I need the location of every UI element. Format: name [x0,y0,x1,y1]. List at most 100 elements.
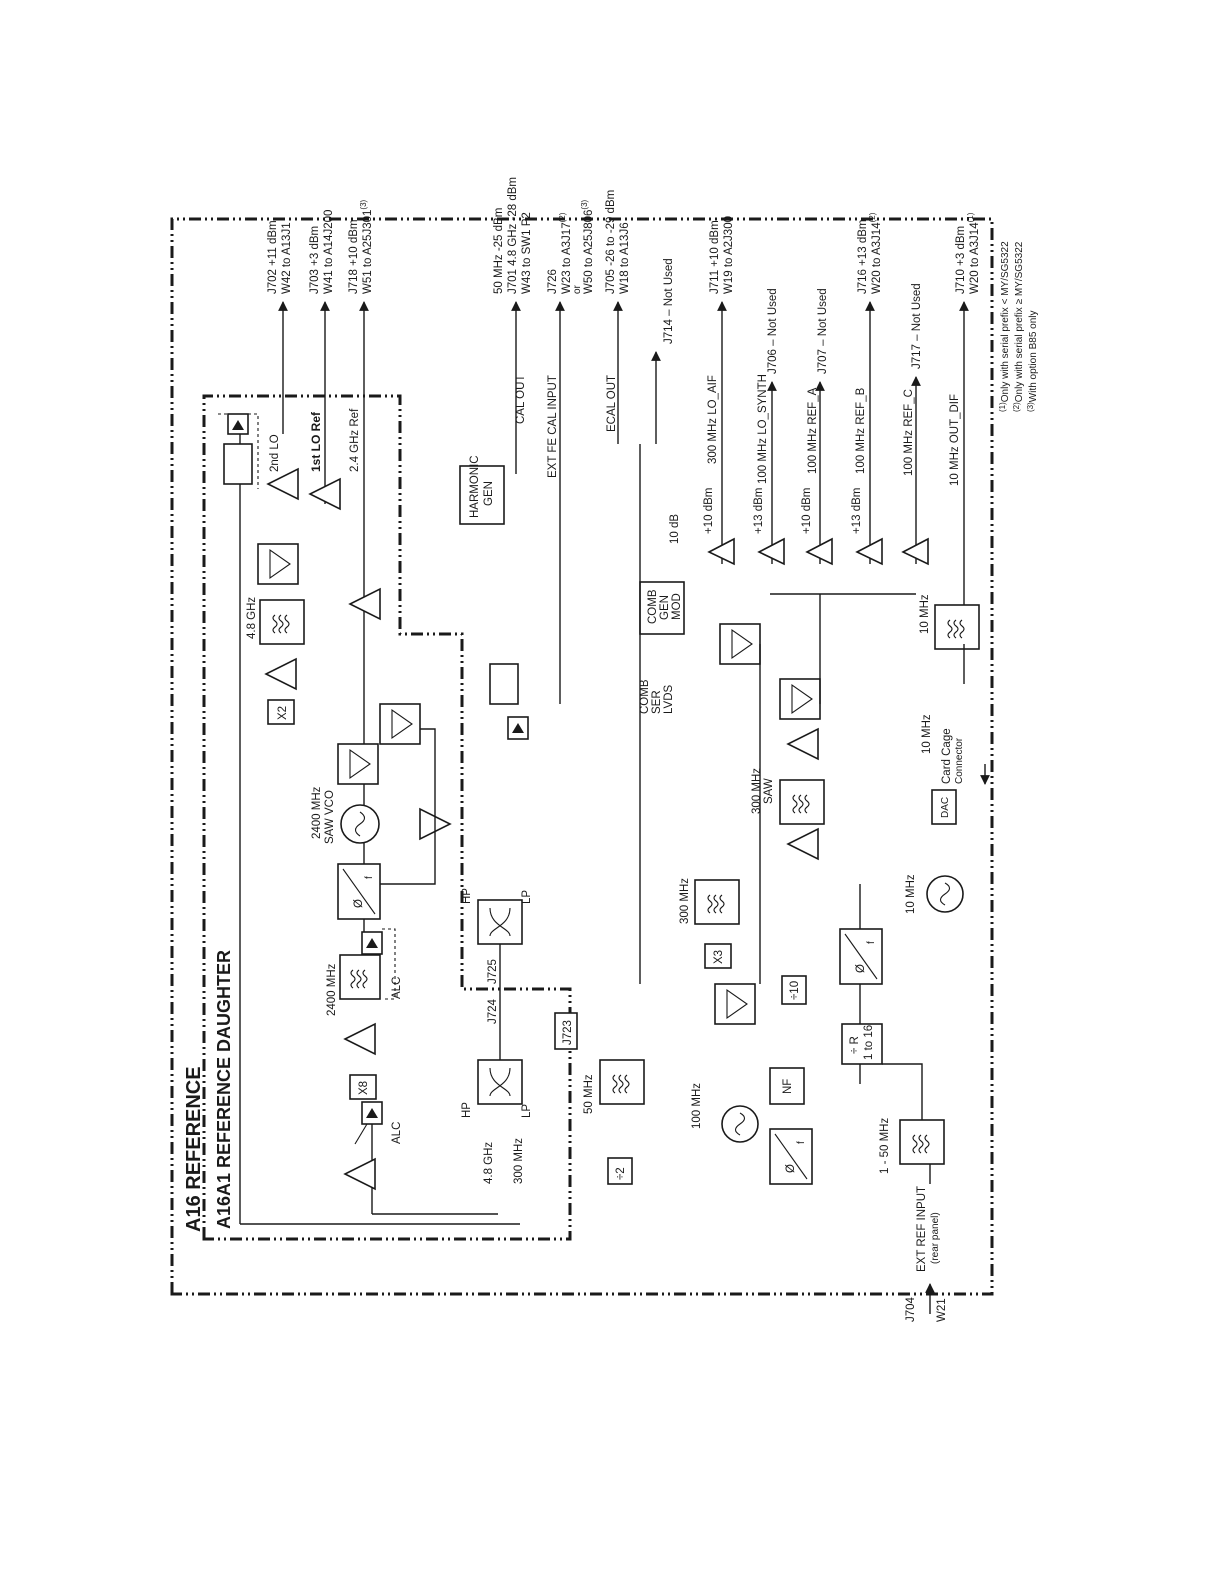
svg-text:÷ R: ÷ R [849,1036,861,1054]
svg-text:÷2: ÷2 [615,1167,627,1180]
j724-label: J724 [487,998,499,1024]
j705-route: W18 to A13J6 [619,222,631,294]
amp-24-ghz [348,587,381,621]
nf-block [769,1067,805,1105]
svg-text:LP: LP [521,1104,533,1118]
card-cage: Card Cage [941,728,953,784]
j711-route: W19 to A2J300 [723,216,735,294]
f300-label: 300 MHz [679,878,691,924]
a16-reference-title: A16 REFERENCE [183,1066,205,1232]
j702-label: J702 [267,269,279,294]
svg-text:÷10: ÷10 [789,981,801,1000]
dac-block [931,789,957,825]
svg-text:GEN: GEN [483,481,495,506]
a16a1-daughter-border [202,394,572,1241]
j707-label: J707 [817,349,829,374]
svg-text:W20 to A3J14(2): W20 to A3J14(2) [868,212,883,294]
svg-text:W20 to A3J14(1): W20 to A3J14(1) [966,212,981,294]
sig-lo-aif: 300 MHz LO_AIF [707,375,719,464]
signal-names: 2nd LO 1st LO Ref 2.4 GHz Ref CAL OUT EX… [269,374,961,486]
j701-label: J701 [507,269,519,294]
j718-route: W51 to A25J301 [362,210,374,294]
svg-text:W51 to A25J301(3): W51 to A25J301(3) [359,199,374,294]
j703-label: J703 [309,269,321,294]
svg-text:J716 +13 dBm: J716 +13 dBm [857,220,869,295]
svg-text:LP: LP [521,890,533,904]
svg-text:(2)Only with serial prefix ≥ M: (2)Only with serial prefix ≥ MY/SG5322 [1012,241,1025,412]
svg-text:J703 +3 dBm: J703 +3 dBm [309,226,321,294]
svg-text:f: f [796,1141,807,1144]
div2-block [607,1157,633,1185]
j718-label: J718 [348,269,360,294]
j726-label: J726 [547,269,559,294]
svg-text:J723: J723 [562,1020,574,1045]
svg-text:J706 – Not Used: J706 – Not Used [767,288,779,374]
amp-2 [343,1022,376,1056]
j702-route: W42 to A13J1 [281,222,293,294]
hp-lp-filter-1 [477,1059,523,1105]
a16-reference-border [170,217,994,1296]
svg-text:DAC: DAC [940,797,951,818]
svg-text:10 MHz: 10 MHz [905,874,917,914]
svg-text:1 to 16: 1 to 16 [863,1025,875,1060]
amp-lo-synth-level: +13 dBm [753,488,765,534]
amp-2nd-lo [266,467,299,501]
footnote-2: Only with serial prefix ≥ MY/SG5322 [1014,241,1025,402]
sig-ref-b: 100 MHz REF_B [855,387,867,474]
svg-text:Ø: Ø [855,964,867,973]
svg-text:X3: X3 [713,950,725,964]
j710-label: J710 [955,269,967,294]
svg-text:SER: SER [651,690,663,714]
div-r-block [841,1023,883,1065]
sig-ecal-out: ECAL OUT [606,375,618,432]
daughter-chain: ALC X8 2400 MHz ALC Ø f 2400 MHz SAW VC [218,413,578,1225]
j705-label: J705 [605,269,617,294]
atten-10db: 10 dB [669,514,681,544]
sig-ext-fe-cal: EXT FE CAL INPUT [547,375,559,478]
svg-text:f: f [364,876,375,879]
svg-text:SAW VCO: SAW VCO [324,790,336,844]
sig-lo-synth: 100 MHz LO_SYNTH [757,374,769,484]
f50-label: 50 MHz [583,1074,595,1114]
reference-section: HARMONIC GEN COMB GEN MOD 10 dB COMB SER… [459,444,990,1185]
svg-text:X8: X8 [358,1081,370,1095]
svg-text:2400 MHz: 2400 MHz [311,786,323,839]
j723-box [554,1012,578,1050]
svg-text:J717 – Not Used: J717 – Not Used [911,283,923,369]
svg-text:Ø: Ø [353,899,365,908]
footnotes: (1)Only with serial prefix < MY/SG5322 (… [998,241,1039,412]
svg-text:J705 -26 to -29 dBm: J705 -26 to -29 dBm [605,190,617,294]
sig-out-dif: 10 MHz OUT_DIF [949,394,961,486]
amp-input [343,1157,376,1191]
ext-ref-input: EXT REF INPUT (rear panel) J704 W21 [905,1186,948,1322]
f2400-label: 2400 MHz [326,963,338,1016]
svg-text:Connector: Connector [954,737,965,784]
footnote-3: With option B85 only [1028,311,1039,403]
x8-block [349,1074,377,1100]
j714-label: J714 [663,318,675,344]
svg-text:(3)With option B85 only: (3)With option B85 only [1026,311,1039,413]
svg-text:X2: X2 [277,706,289,720]
f150-label: 1 - 50 MHz [879,1118,891,1174]
j703-route: W41 to A14J200 [323,210,335,294]
j704-label: J704 [905,1296,917,1322]
output-lines [278,301,969,954]
f48b-label: 4.8 GHz [483,1142,495,1184]
svg-text:NF: NF [782,1079,794,1094]
svg-text:HARMONIC: HARMONIC [469,455,481,518]
svg-text:J707 – Not Used: J707 – Not Used [817,288,829,374]
j711-label: J711 [709,270,721,294]
j716-label: J716 [857,269,869,294]
svg-text:(1)Only with serial prefix < M: (1)Only with serial prefix < MY/SG5322 [998,241,1011,412]
amp-ref-a-level: +10 dBm [801,488,813,534]
amp-ref-b-level: +13 dBm [851,488,863,534]
sig-ref-a: 100 MHz REF_A [807,387,819,474]
footnote-1: Only with serial prefix < MY/SG5322 [1000,241,1011,402]
j726-or: or [572,284,583,294]
svg-text:J714 – Not Used: J714 – Not Used [663,258,675,344]
svg-text:J702 +11 dBm: J702 +11 dBm [267,220,279,294]
svg-text:Ø: Ø [785,1164,797,1173]
svg-text:300 MHz: 300 MHz [751,768,763,814]
ext-ref-input-label: EXT REF INPUT [916,1186,928,1272]
